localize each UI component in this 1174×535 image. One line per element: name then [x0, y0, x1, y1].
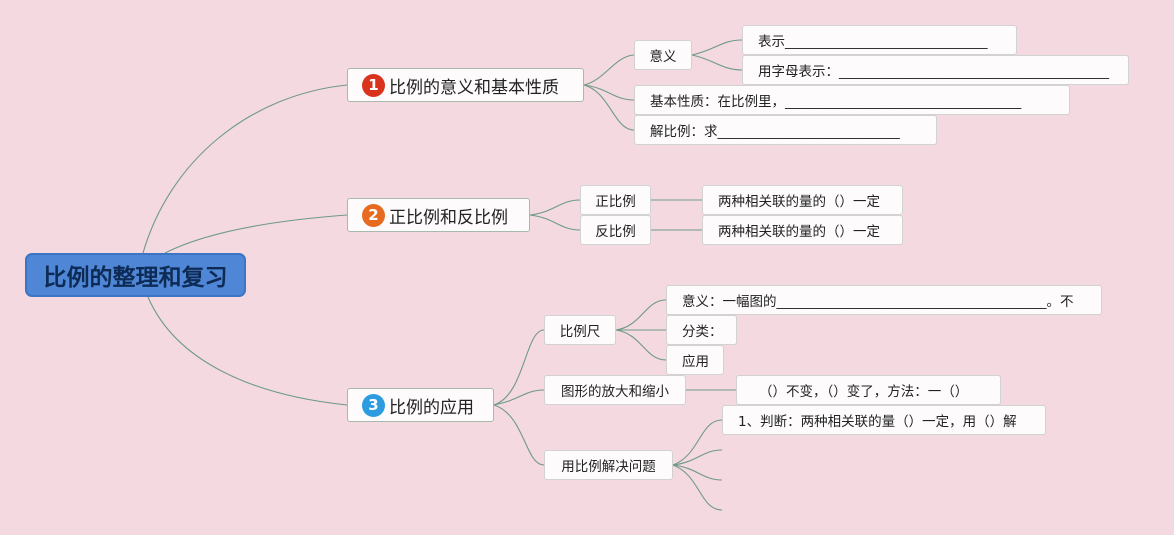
leaf-fangda-suoxiao[interactable]: （）不变，（）变了，方法：一（） — [736, 375, 1001, 405]
leaf-bilichi-yiyi[interactable]: 意义：一幅图的_________________________________… — [666, 285, 1102, 315]
link-b3-tx — [493, 389, 545, 406]
subtopic-fan-bili[interactable]: 反比例 — [580, 215, 651, 245]
leaf-zimu-biaoshi[interactable]: 用字母表示：__________________________________… — [742, 55, 1129, 85]
link-b1-yiyi — [583, 54, 635, 86]
link-yb-blank2 — [672, 464, 723, 481]
subtopic-zheng-bili[interactable]: 正比例 — [580, 185, 651, 215]
leaf-bilichi-yingyong[interactable]: 应用 — [666, 345, 724, 375]
branch-1-label: 比例的意义和基本性质 — [389, 77, 559, 98]
subtopic-bilichi[interactable]: 比例尺 — [544, 315, 616, 345]
leaf-bilichi-fenlei[interactable]: 分类： — [666, 315, 737, 345]
leaf-panduan[interactable]: 1、判断：两种相关联的量（）一定，用（）解 — [722, 405, 1046, 435]
branch-2-topic[interactable]: 2 正比例和反比例 — [347, 198, 530, 232]
link-blc-yingyong — [615, 329, 667, 361]
link-yiyi-biaoshi — [691, 39, 743, 56]
leaf-zheng-bili-def[interactable]: 两种相关联的量的（）一定 — [702, 185, 903, 215]
branch-1-topic[interactable]: 1 比例的意义和基本性质 — [347, 68, 584, 102]
leaf-fan-bili-def[interactable]: 两种相关联的量的（）一定 — [702, 215, 903, 245]
link-b2-fan — [529, 214, 581, 231]
root-topic[interactable]: 比例的整理和复习 — [25, 253, 246, 297]
link-b1-jie — [583, 84, 635, 131]
subtopic-jie-bili[interactable]: 解比例：求___________________________ — [634, 115, 937, 145]
branch-3-topic[interactable]: 3 比例的应用 — [347, 388, 494, 422]
number-badge: 1 — [362, 73, 385, 97]
subtopic-fangda-suoxiao[interactable]: 图形的放大和缩小 — [544, 375, 686, 405]
link-b1-xingzhi — [583, 84, 635, 101]
subtopic-jiejue-wenti[interactable]: 用比例解决问题 — [544, 450, 673, 480]
subtopic-jiben-xingzhi[interactable]: 基本性质：在比例里，______________________________… — [634, 85, 1070, 115]
link-b3-yb — [493, 404, 545, 466]
number-badge: 2 — [362, 203, 385, 227]
link-yiyi-zimu — [691, 54, 743, 71]
link-root-branch1 — [142, 84, 348, 254]
link-yb-blank3 — [672, 464, 723, 511]
branch-3-label: 比例的应用 — [389, 397, 474, 418]
branch-2-label: 正比例和反比例 — [389, 207, 508, 228]
link-root-branch3 — [147, 296, 348, 406]
link-b2-zheng — [529, 199, 581, 216]
number-badge: 3 — [362, 393, 385, 417]
link-yb-blank1 — [672, 449, 723, 466]
subtopic-yiyi[interactable]: 意义 — [634, 40, 692, 70]
leaf-biaoshi[interactable]: 表示______________________________ — [742, 25, 1017, 55]
link-b3-blc — [493, 329, 545, 406]
link-blc-yiyi — [615, 299, 667, 331]
link-yb-panduan — [672, 419, 723, 466]
link-root-branch2 — [164, 214, 348, 254]
